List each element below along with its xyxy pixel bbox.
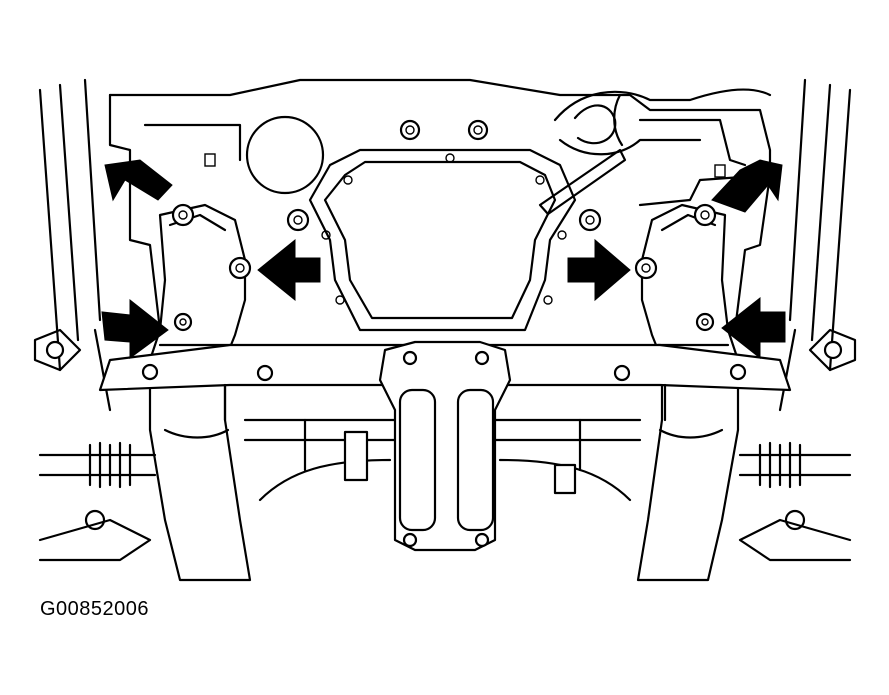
transmission-lines — [243, 418, 642, 502]
engine-block — [108, 78, 772, 332]
engine-underside-diagram — [33, 78, 857, 582]
right-frame-rails — [778, 78, 852, 412]
right-drive-shaft — [738, 328, 857, 562]
top-bolts — [286, 119, 602, 232]
arrow-upper-left — [104, 159, 173, 202]
arrow-middle-right — [567, 238, 631, 302]
left-exhaust-pipe — [148, 203, 252, 582]
oil-pan-gasket — [308, 148, 577, 332]
left-drive-shaft — [33, 328, 157, 562]
coolant-hose — [553, 88, 772, 156]
center-support-bracket — [378, 340, 512, 552]
diagonal-rod — [538, 148, 627, 216]
round-cover — [245, 115, 325, 195]
right-exhaust-pipe — [634, 203, 740, 582]
arrow-middle-left — [257, 238, 321, 302]
arrow-lower-right — [721, 296, 786, 360]
arrow-lower-left — [101, 298, 169, 359]
left-frame-rails — [38, 78, 112, 412]
arrow-upper-right — [711, 159, 783, 213]
figure-id-label: G00852006 — [40, 598, 150, 620]
